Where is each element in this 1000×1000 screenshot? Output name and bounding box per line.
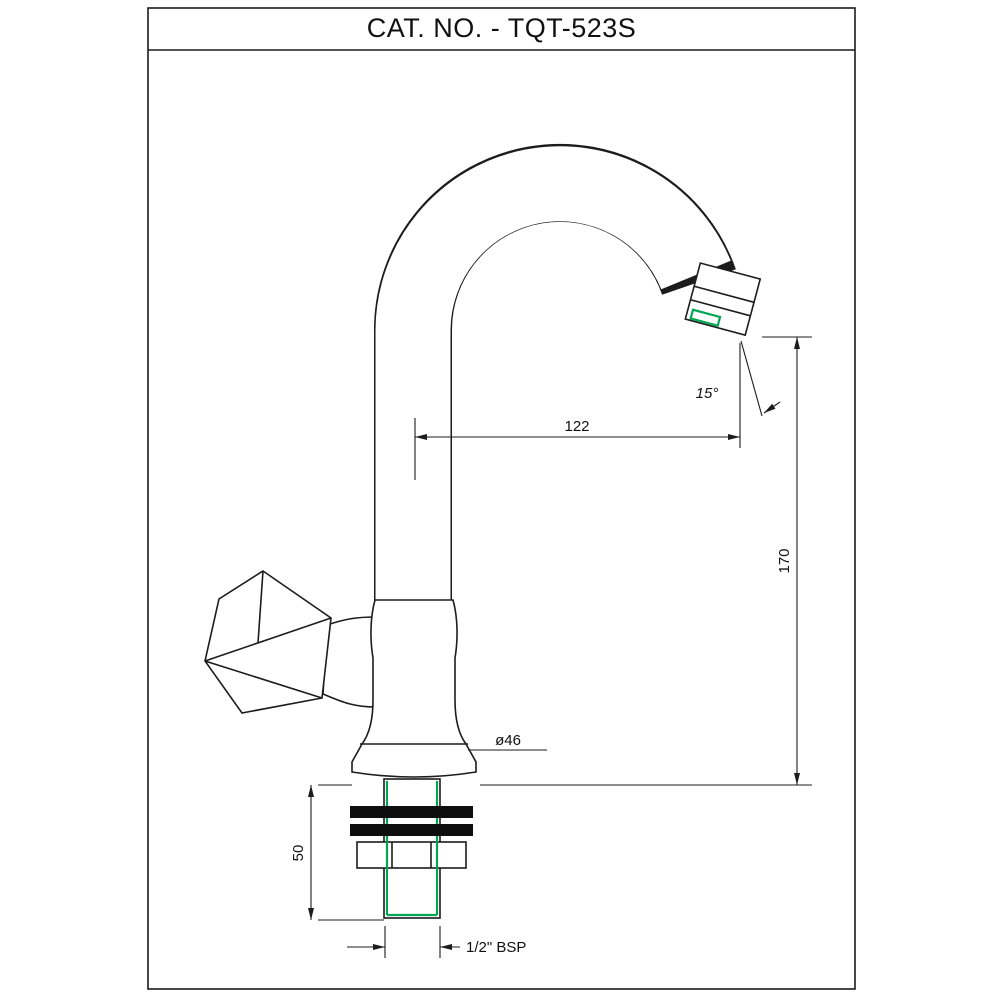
outlet-joint-line	[690, 298, 751, 317]
knob-facet-line	[257, 570, 264, 644]
outlet-joint-line	[693, 285, 755, 304]
arrowhead	[440, 944, 452, 950]
drawing-frame	[147, 7, 856, 990]
hex-nut	[356, 841, 467, 869]
angle-line	[740, 340, 763, 417]
dim-spout-reach-label: 122	[564, 418, 589, 435]
arrowhead	[728, 434, 740, 440]
spout	[374, 143, 736, 608]
page-title: CAT. NO. - TQT-523S	[366, 13, 637, 43]
knob-facet-line	[204, 660, 323, 699]
arrowhead	[764, 403, 776, 413]
arrowhead	[794, 773, 800, 785]
outlet-housing	[684, 262, 762, 337]
dim-angle-label: 15°	[696, 385, 719, 402]
dim-thread-spec: 1/2" BSP	[347, 926, 526, 958]
dim-overall-height: 170	[480, 336, 812, 786]
inlet-shank	[350, 778, 473, 919]
handle-knob	[204, 570, 332, 714]
arrowhead	[308, 908, 314, 920]
knob-facet-line	[204, 617, 332, 662]
dim-diameter-label: ø46	[495, 732, 521, 749]
handle-neck	[322, 616, 377, 708]
arrowhead	[308, 785, 314, 797]
spout-outlet	[684, 262, 762, 337]
arrowhead	[415, 434, 427, 440]
arrowhead	[373, 944, 385, 950]
handle	[204, 570, 377, 714]
dim-height-label: 170	[776, 548, 793, 573]
arrowhead	[794, 337, 800, 349]
dim-shank-length: 50	[290, 784, 384, 921]
dim-flange-diameter: ø46	[468, 732, 547, 751]
washer-band	[350, 824, 473, 836]
dim-spout-angle: 15°	[696, 340, 781, 417]
body-outline	[351, 599, 477, 778]
dim-spout-reach: 122	[414, 343, 741, 480]
body	[351, 599, 477, 778]
washer-band	[350, 806, 473, 818]
spout-bore	[375, 146, 731, 608]
frame-border	[147, 7, 856, 990]
dim-shank-label: 50	[290, 845, 307, 862]
outlet-nozzle-green	[689, 308, 722, 328]
dim-thread-label: 1/2" BSP	[466, 939, 526, 956]
